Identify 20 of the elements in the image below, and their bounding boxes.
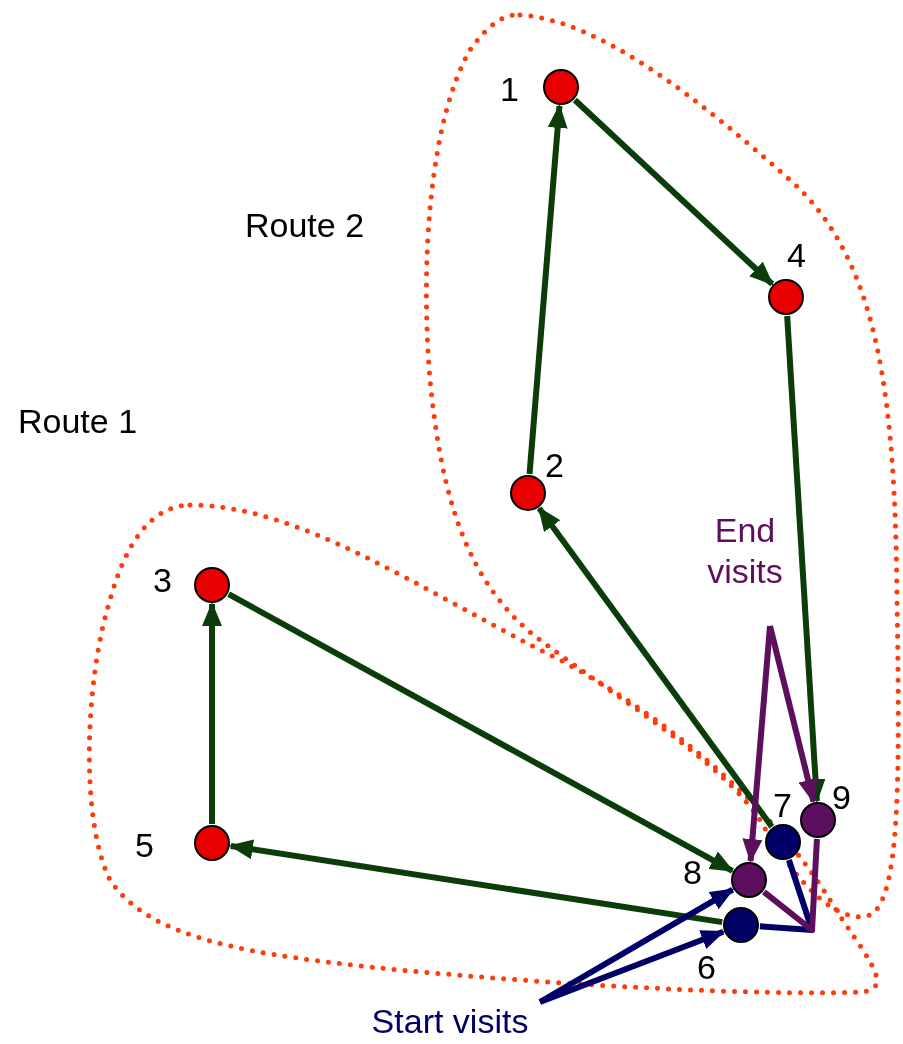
stop-number: 3 xyxy=(153,563,172,597)
stop-number: 8 xyxy=(683,855,702,889)
stop-number: 9 xyxy=(832,780,851,814)
arrow xyxy=(202,602,222,824)
stop-number: 1 xyxy=(500,72,519,106)
arrow xyxy=(742,625,773,864)
stop-number: 2 xyxy=(545,448,564,482)
arrow xyxy=(572,97,775,287)
arrow xyxy=(536,506,775,829)
stop-number: 6 xyxy=(697,950,716,984)
arrow xyxy=(526,103,568,475)
arrow xyxy=(784,315,826,804)
stop-number: 7 xyxy=(773,788,792,822)
arrow xyxy=(767,625,818,804)
callout-text: End visits xyxy=(706,510,784,592)
stop-number: 4 xyxy=(787,238,806,272)
route-label: Route 1 xyxy=(18,404,138,438)
route-label: Route 2 xyxy=(245,208,365,242)
callout-text: Start visits xyxy=(371,1001,529,1042)
stop-number: 5 xyxy=(135,828,154,862)
